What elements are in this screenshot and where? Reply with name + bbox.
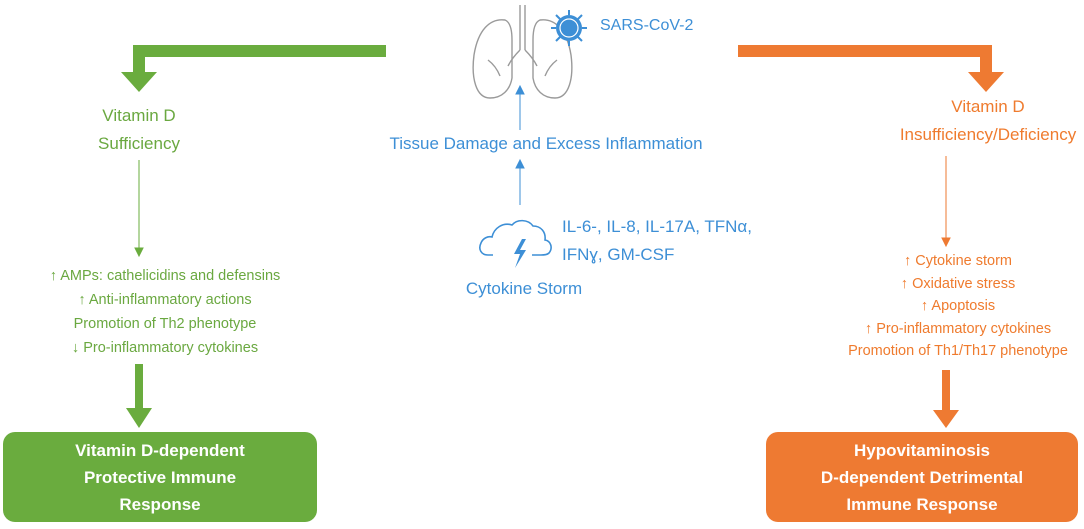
center-arrow-to-lungs bbox=[515, 84, 525, 130]
right-outcome-arrow bbox=[933, 370, 959, 428]
tissue-damage-label: Tissue Damage and Excess Inflammation bbox=[389, 134, 703, 153]
lungs-icon bbox=[472, 5, 573, 99]
right-title-line-1: Vitamin D bbox=[951, 97, 1025, 116]
storm-cloud-icon bbox=[479, 219, 552, 268]
left-effect-item: ↓ Pro-inflammatory cytokines bbox=[71, 340, 259, 356]
left-effect-item: Promotion of Th2 phenotype bbox=[73, 316, 257, 332]
left-branch-arrow bbox=[121, 45, 386, 92]
right-outcome-line-3: Immune Response bbox=[846, 494, 998, 514]
right-title-line-2: Insufficiency/Deficiency bbox=[899, 125, 1077, 144]
left-title-line-1: Vitamin D bbox=[102, 106, 176, 125]
right-effect-item: ↑ Pro-inflammatory cytokines bbox=[864, 320, 1052, 337]
cytokine-list-line-1: IL-6-, IL-8, IL-17A, TFNα, bbox=[562, 217, 752, 236]
right-outcome-line-1: Hypovitaminosis bbox=[853, 440, 991, 460]
virus-label: SARS-CoV-2 bbox=[600, 17, 694, 34]
sufficiency-effects-list: ↑ AMPs: cathelicidins and defensins ↑ An… bbox=[50, 264, 281, 360]
protective-response-box: Vitamin D-dependent Protective Immune Re… bbox=[3, 432, 317, 522]
right-outcome-line-2: D-dependent Detrimental bbox=[820, 467, 1024, 487]
cytokine-list-line-2: IFNɣ, GM-CSF bbox=[562, 245, 675, 264]
right-effect-item: ↑ Cytokine storm bbox=[904, 253, 1012, 269]
vitamin-d-deficiency-title: Vitamin D Insufficiency/Deficiency bbox=[900, 93, 1076, 149]
cytokine-list: IL-6-, IL-8, IL-17A, TFNα, IFNɣ, GM-CSF bbox=[562, 213, 752, 269]
left-outcome-line-2: Protective Immune bbox=[83, 467, 237, 487]
right-thin-arrow bbox=[941, 156, 951, 248]
right-effect-item: ↑ Oxidative stress bbox=[900, 275, 1016, 292]
center-arrow-to-damage bbox=[515, 158, 525, 205]
detrimental-response-box: Hypovitaminosis D-dependent Detrimental … bbox=[766, 432, 1078, 522]
vitamin-d-sufficiency-title: Vitamin D Sufficiency bbox=[98, 102, 180, 158]
left-effect-item: ↑ AMPs: cathelicidins and defensins bbox=[49, 268, 281, 284]
deficiency-effects-list: ↑ Cytokine storm ↑ Oxidative stress ↑ Ap… bbox=[848, 250, 1068, 363]
right-effect-item: ↑ Apoptosis bbox=[920, 298, 996, 314]
left-thin-arrow bbox=[134, 160, 144, 258]
left-title-line-2: Sufficiency bbox=[98, 134, 180, 153]
right-effect-item: Promotion of Th1/Th17 phenotype bbox=[848, 343, 1068, 359]
virus-icon bbox=[551, 10, 587, 46]
left-outcome-arrow bbox=[126, 364, 152, 428]
left-effect-item: ↑ Anti-inflammatory actions bbox=[78, 292, 252, 308]
left-outcome-line-1: Vitamin D-dependent bbox=[75, 440, 245, 460]
cytokine-storm-label: Cytokine Storm bbox=[465, 279, 583, 298]
left-outcome-line-3: Response bbox=[119, 494, 201, 514]
right-branch-arrow bbox=[738, 45, 1004, 92]
